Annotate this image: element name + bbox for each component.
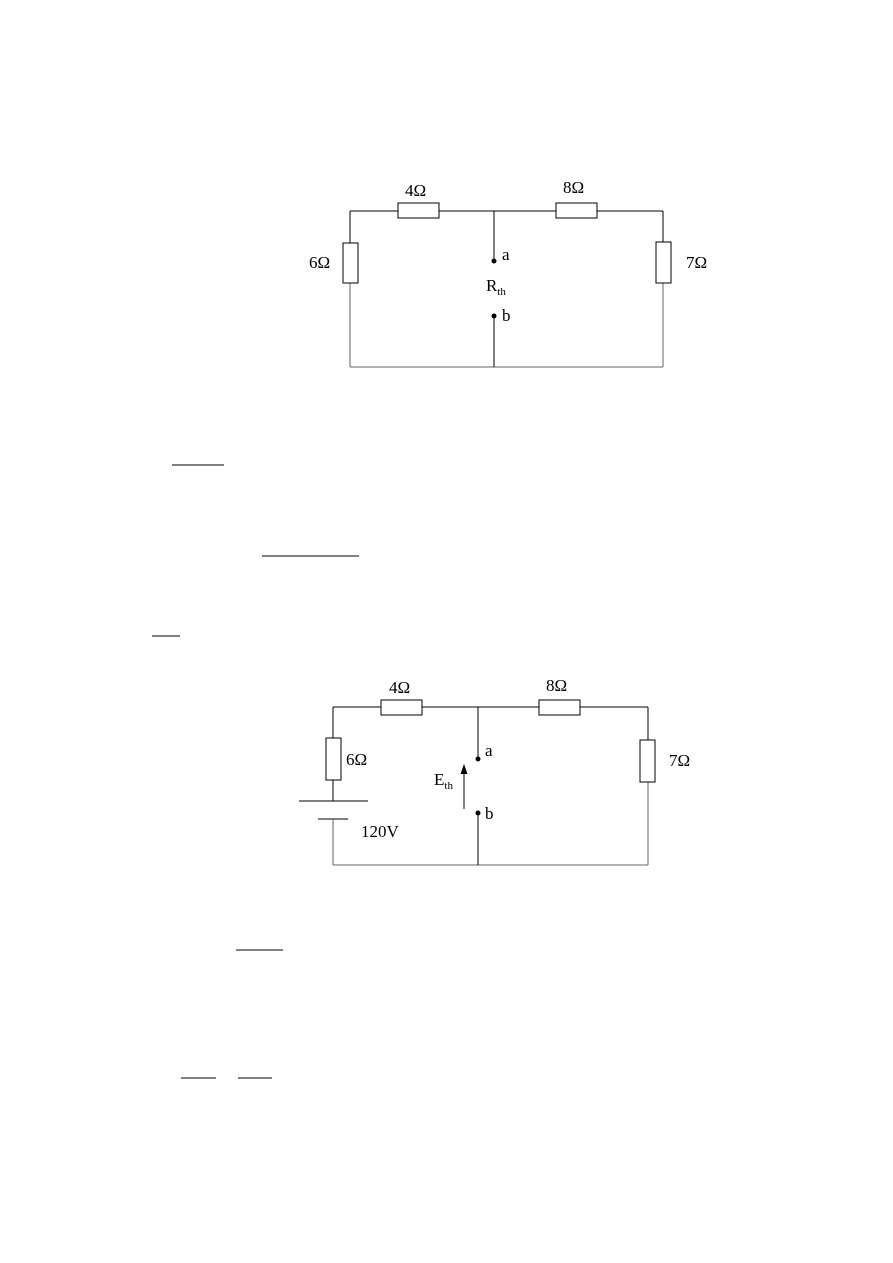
terminal-b-dot bbox=[491, 313, 497, 319]
label-rth-main: R bbox=[486, 276, 498, 295]
label-6ohm: 6Ω bbox=[346, 750, 367, 769]
label-4ohm: 4Ω bbox=[405, 181, 426, 200]
terminal-a-dot bbox=[491, 258, 497, 264]
label-source-voltage: 120V bbox=[361, 822, 400, 841]
label-eth-main: E bbox=[434, 770, 444, 789]
resistor-6ohm bbox=[342, 242, 359, 284]
label-eth-sub: th bbox=[444, 780, 453, 792]
label-eth: Eth bbox=[434, 770, 453, 792]
resistor-4ohm bbox=[380, 699, 423, 716]
label-7ohm: 7Ω bbox=[686, 253, 707, 272]
label-rth: Rth bbox=[486, 276, 506, 298]
label-terminal-a: a bbox=[485, 741, 493, 760]
resistor-4ohm bbox=[397, 202, 440, 219]
label-8ohm: 8Ω bbox=[563, 178, 584, 197]
circuit-eth: 4Ω 8Ω 6Ω 7Ω a b Eth 120V bbox=[299, 676, 690, 866]
label-terminal-b: b bbox=[485, 804, 494, 823]
resistor-8ohm bbox=[538, 699, 581, 716]
resistor-8ohm bbox=[555, 202, 598, 219]
circuit-rth: 4Ω 8Ω 6Ω 7Ω a b Rth bbox=[309, 178, 707, 368]
resistor-7ohm bbox=[639, 739, 656, 783]
label-7ohm: 7Ω bbox=[669, 751, 690, 770]
label-terminal-b: b bbox=[502, 306, 511, 325]
label-8ohm: 8Ω bbox=[546, 676, 567, 695]
equation-fraction-bars bbox=[152, 464, 359, 1079]
label-rth-sub: th bbox=[497, 286, 506, 298]
resistor-7ohm bbox=[655, 241, 672, 284]
voltage-arrow-head bbox=[460, 764, 468, 774]
label-terminal-a: a bbox=[502, 245, 510, 264]
label-6ohm: 6Ω bbox=[309, 253, 330, 272]
terminal-a-dot bbox=[475, 756, 481, 762]
label-4ohm: 4Ω bbox=[389, 678, 410, 697]
resistor-6ohm bbox=[325, 737, 342, 781]
terminal-b-dot bbox=[475, 810, 481, 816]
